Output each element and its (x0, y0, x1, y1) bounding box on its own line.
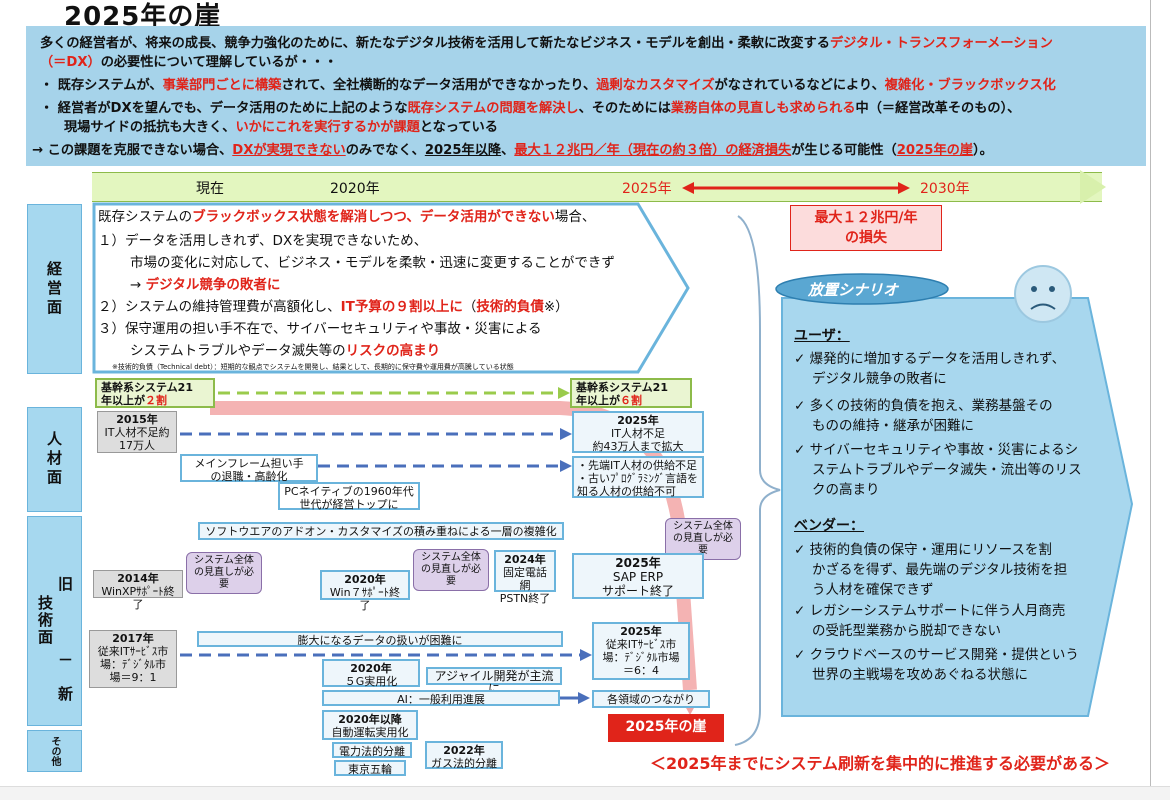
summary-line-5: 現場サイドの抵抗も大きく、いかにこれを実行するかが課題となっている (64, 120, 498, 135)
vendor-heading: ベンダー： (794, 518, 864, 534)
market-2017: 2017年 従来ITｻｰﾋﾞｽ市 場：ﾃﾞｼﾞﾀﾙ市 場＝9：1 (89, 630, 177, 688)
power-separation: 電力法的分離 (332, 742, 412, 758)
domain-connection: 各領域のつながり (592, 690, 710, 708)
user-heading: ユーザ： (794, 328, 850, 344)
keiei-item-1c: → デジタル競争の敗者に (130, 277, 281, 293)
cloud-label-shape (775, 273, 949, 305)
vendor-item-2b: の受託型業務から脱却できない (812, 623, 1001, 639)
user-item-3b: ステムトラブルやデータ滅失・流出等のリス (812, 462, 1082, 478)
user-item-2: ✓ 多くの技術的負債を抱え、業務基盤その (794, 398, 1053, 414)
review-needed-1: システム全体の見直しが必要 (186, 552, 262, 594)
keiei-item-3: ３）保守運用の担い手不在で、サイバーセキュリティや事故・災害による (98, 321, 542, 337)
timeline-now: 現在 (196, 181, 224, 197)
tokyo-olympics: 東京五輪 (334, 760, 406, 776)
loss-box: 最大１２兆円/年 の損失 (790, 205, 942, 251)
autonomous-driving: 2020年以降 自動運転実用化 (322, 710, 418, 740)
summary-line-3: ・ 既存システムが、事業部門ごとに構築されて、全社横断的なデータ活用ができなかっ… (40, 78, 1056, 93)
data-difficulty: 膨大になるデータの扱いが困難に (197, 631, 563, 647)
addon-complexity: ソフトウエアのアドオン・カスタマイズの積み重ねによる一層の複雑化 (198, 522, 564, 540)
timeline-bar (92, 172, 1102, 202)
double-arrow-icon (682, 182, 910, 194)
vendor-item-1c: う人材を確保できず (812, 582, 934, 598)
summary-line-1: 多くの経営者が、将来の成長、競争力強化のために、新たなデジタル技術を活用して新た… (40, 36, 1053, 51)
timeline-arrowhead (1080, 170, 1106, 204)
review-needed-2: システム全体の見直しが必要 (413, 549, 489, 591)
summary-line-6: → この課題を克服できない場合、DXが実現できないのみでなく、2025年以降、最… (32, 143, 993, 158)
kikan-now-box: 基幹系システム21 年以上が２割 (95, 378, 215, 408)
it-shortage-2015: 2015年 IT人材不足約 17万人 (97, 411, 177, 453)
category-other: その他 (27, 730, 82, 772)
category-gijutsu: 旧 技術面 － 新 (27, 516, 82, 726)
right-edge-line (1150, 0, 1151, 800)
sad-face-icon (1014, 265, 1072, 323)
timeline-2020: 2020年 (330, 181, 380, 197)
user-item-1: ✓ 爆発的に増加するデータを活用しきれず、 (794, 351, 1066, 367)
category-keiei: 経営面 (27, 204, 82, 374)
keiei-item-1: １）データを活用しきれず、DXを実現できないため、 (98, 233, 428, 249)
win7-end: 2020年 Win７ｻﾎﾟｰﾄ終了 (320, 570, 410, 612)
kikan-2025-box: 基幹系システム21 年以上が６割 (570, 378, 692, 408)
user-item-3: ✓ サイバーセキュリティや事故・災害によるシ (794, 442, 1079, 458)
ai-general-use: AI：一般利用進展 (322, 690, 560, 706)
mainframe-retire: メインフレーム担い手 の退職・高齢化 (180, 454, 318, 483)
conclusion-text: ＜2025年までにシステム刷新を集中的に推進する必要がある＞ (650, 754, 1111, 773)
bottom-strip (0, 786, 1170, 800)
market-2025: 2025年 従来ITｻｰﾋﾞｽ市 場：ﾃﾞｼﾞﾀﾙ市場 ＝6：4 (592, 622, 690, 680)
it-shortage-2025: 2025年 IT人材不足 約43万人まで拡大 (572, 411, 704, 453)
technical-debt-note: ※技術的負債（Technical debt）：短期的な観点でシステムを開発し、結… (112, 363, 514, 371)
user-item-1b: デジタル競争の敗者に (812, 371, 947, 387)
timeline-2025: 2025年 (622, 181, 672, 197)
winxp-end: 2014年 WinXPｻﾎﾟｰﾄ終了 (93, 570, 183, 611)
user-item-3c: クの高まり (812, 482, 880, 498)
vendor-item-3b: 世界の主戦場を攻めあぐねる状態に (812, 667, 1028, 683)
keiei-heading: 既存システムのブラックボックス状態を解消しつつ、データ活用ができない場合、 (98, 209, 596, 225)
vendor-item-1: ✓ 技術的負債の保守・運用にリソースを割 (794, 542, 1052, 558)
cliff-2025-badge: 2025年の崖 (608, 714, 724, 742)
vendor-item-3: ✓ クラウドベースのサービス開発・提供という (794, 647, 1079, 663)
keiei-item-3b: システムトラブルやデータ滅失等のリスクの高まり (130, 343, 441, 359)
vendor-item-1b: かざるを得ず、最先端のデジタル技術を担 (812, 562, 1068, 578)
timeline-2030: 2030年 (920, 181, 970, 197)
keiei-item-1b: 市場の変化に対応して、ビジネス・モデルを柔軟・迅速に変更することができず (130, 255, 615, 271)
supply-shortage: ・先端IT人材の供給不足 ・古いﾌﾟﾛｸﾞﾗﾐﾝｸﾞ言語を 知る人材の供給不可 (572, 456, 704, 498)
agile: アジャイル開発が主流に (426, 667, 562, 696)
summary-line-2: （＝DX）の必要性について理解しているが・・・ (40, 55, 338, 70)
vendor-item-2: ✓ レガシーシステムサポートに伴う人月商売 (794, 603, 1066, 619)
gas-separation: 2022年 ガス法的分離 (425, 741, 503, 770)
user-item-2b: ものの維持・継承が困難に (812, 418, 974, 434)
summary-box: 多くの経営者が、将来の成長、競争力強化のために、新たなデジタル技術を活用して新た… (26, 26, 1146, 166)
sap-erp-end: 2025年 SAP ERP サポート終了 (572, 553, 704, 599)
keiei-item-2: ２）システムの維持管理費が高額化し、IT予算の９割以上に（技術的負債※） (98, 299, 569, 315)
5g: 2020年 ５G実用化 (322, 659, 420, 688)
category-jinzai: 人材面 (27, 407, 82, 512)
scenario-title: 放置シナリオ (808, 281, 899, 299)
summary-line-4: ・ 経営者がDXを望んでも、データ活用のために上記のような既存システムの問題を解… (40, 101, 1021, 116)
pc-native: PCネイティブの1960年代 世代が経営トップに (278, 482, 420, 511)
pstn-end: 2024年 固定電話網 PSTN終了 (494, 550, 556, 605)
keiei-chevron (92, 202, 690, 374)
